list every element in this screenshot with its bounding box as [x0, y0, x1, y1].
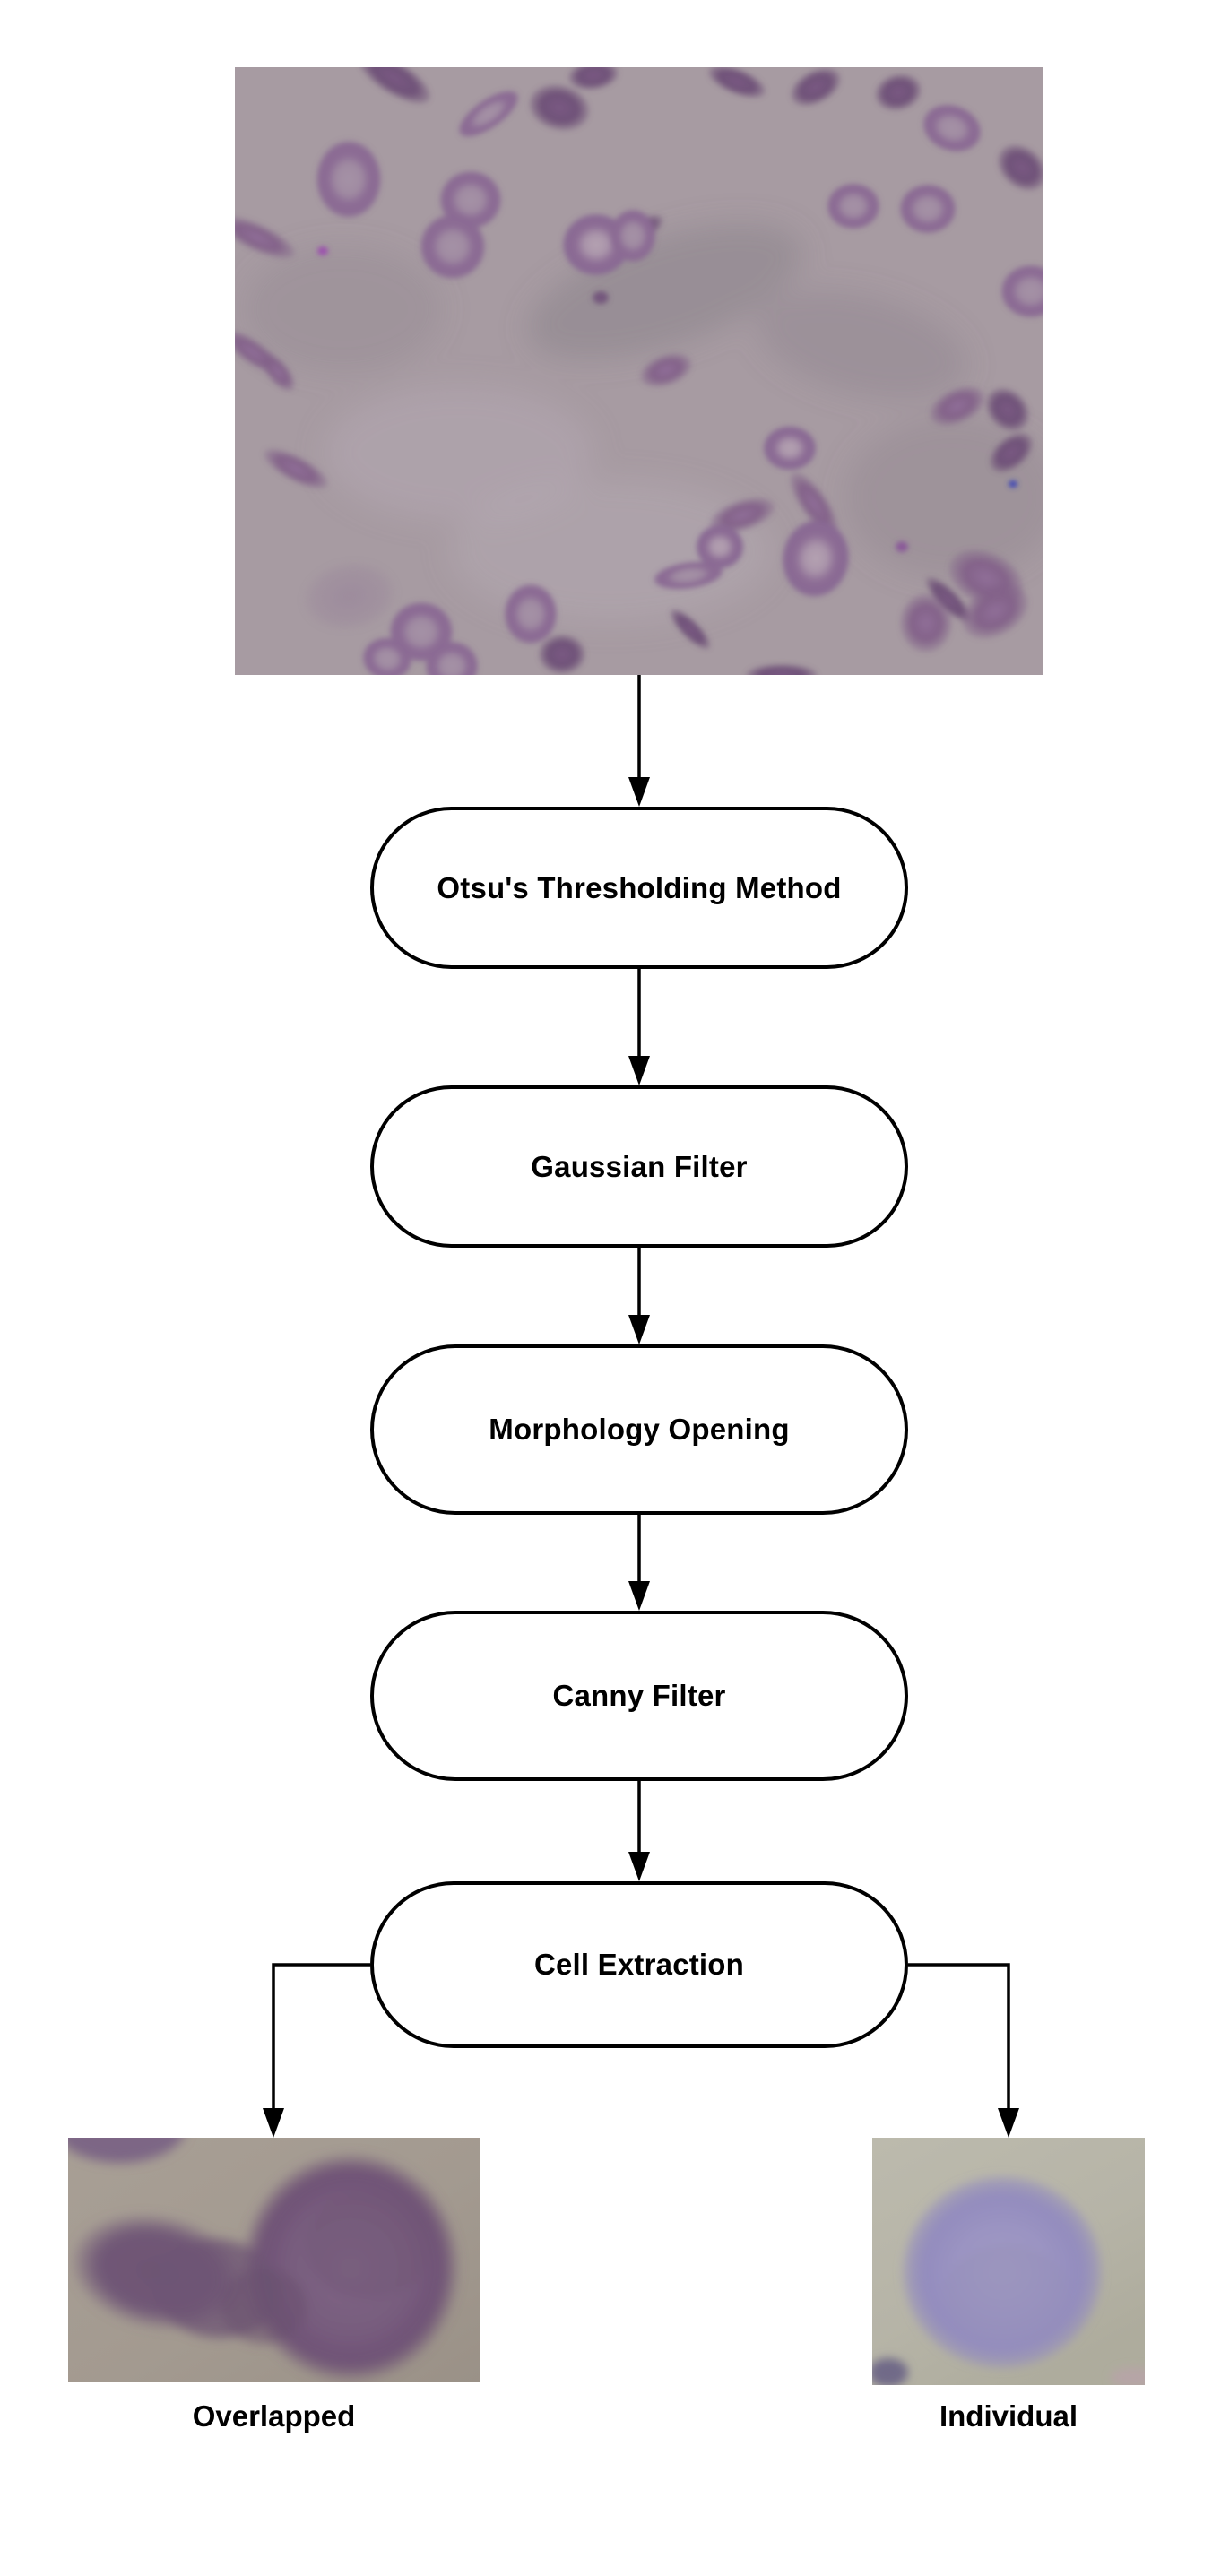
node-label: Gaussian Filter	[531, 1149, 748, 1183]
flow-node-cell-extraction: Cell Extraction	[370, 1881, 908, 2048]
blood-smear-image	[235, 67, 1043, 675]
smear-cells	[235, 67, 1043, 675]
node-label: Cell Extraction	[533, 1948, 745, 1981]
node-label: Canny Filter	[552, 1679, 726, 1712]
node-label: Otsu's Thresholding Method	[437, 870, 842, 904]
overlapped-label: Overlapped	[192, 2399, 356, 2433]
flow-node-otsu-thresholding: Otsu's Thresholding Method	[370, 807, 908, 969]
individual-label: Individual	[939, 2399, 1078, 2433]
node-label: Morphology Opening	[489, 1413, 790, 1446]
flow-node-gaussian-filter: Gaussian Filter	[370, 1085, 908, 1248]
flow-node-canny-filter: Canny Filter	[370, 1611, 908, 1781]
individual-cell-image	[872, 2138, 1145, 2385]
flow-node-morphology-opening: Morphology Opening	[370, 1344, 908, 1515]
overlapped-cells-image	[68, 2138, 480, 2382]
